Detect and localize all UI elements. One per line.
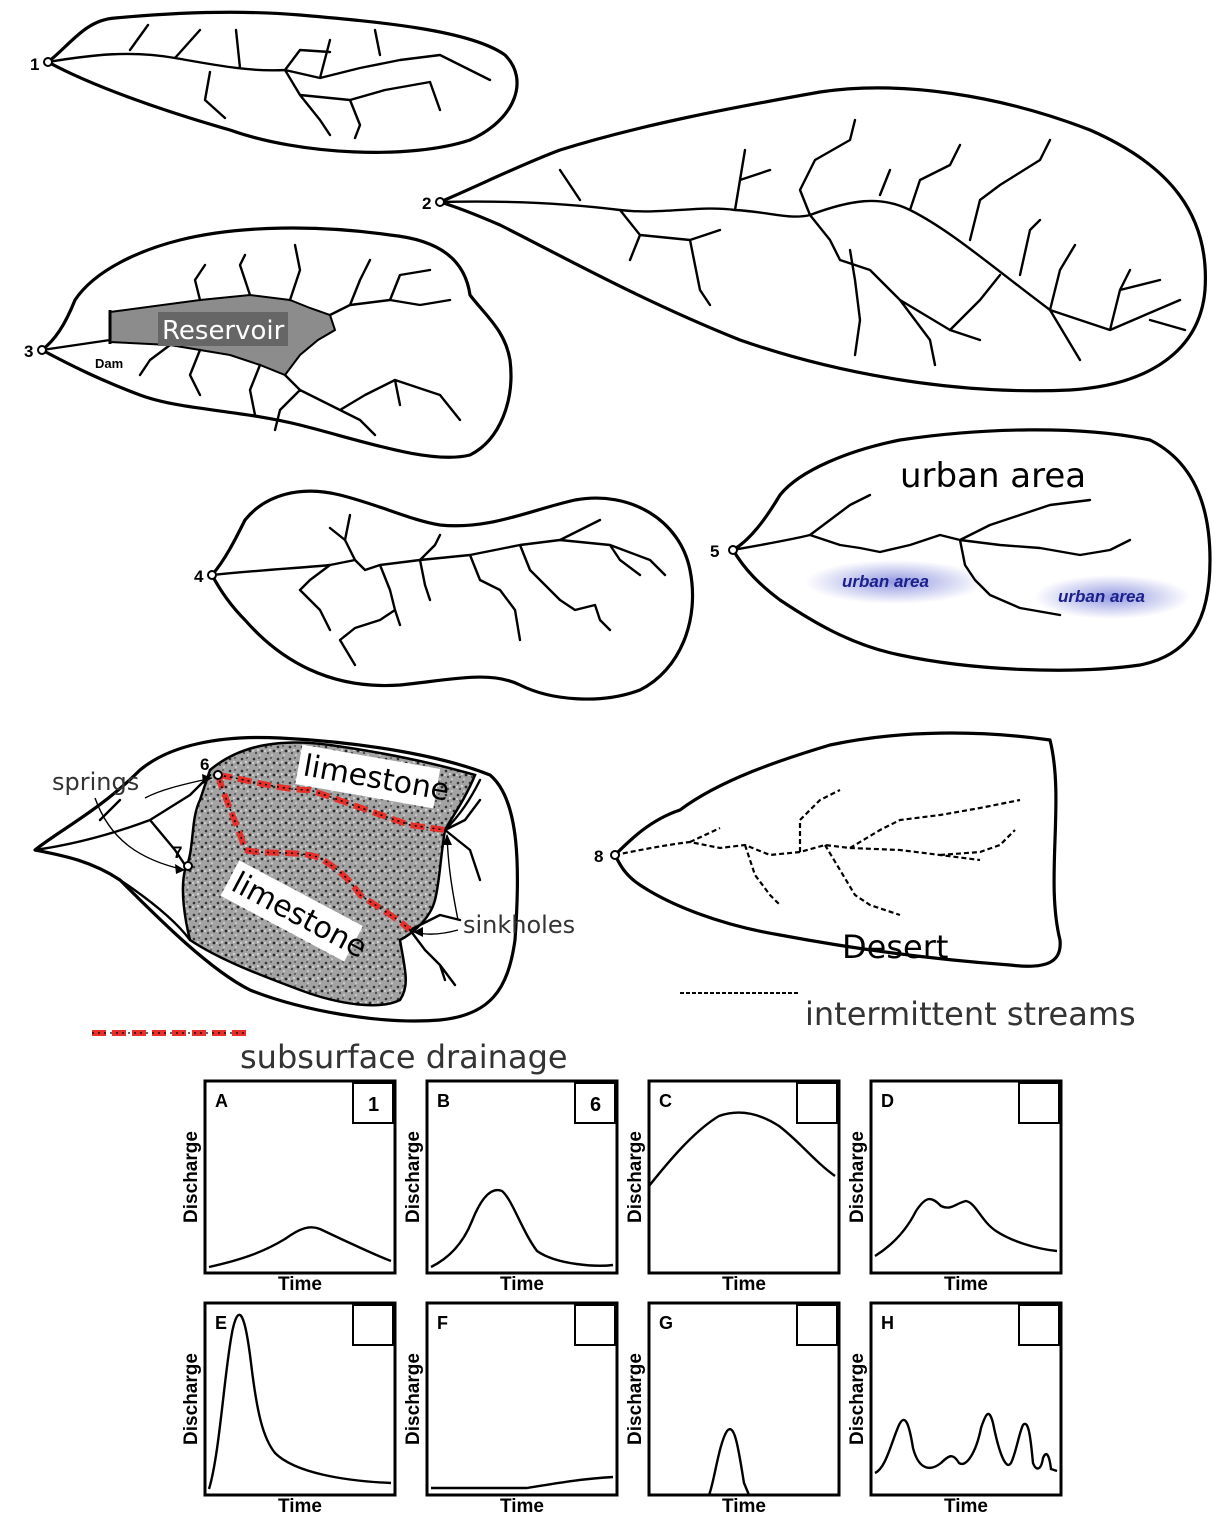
panel-letter: B — [437, 1091, 450, 1111]
x-axis-label: Time — [722, 1274, 766, 1295]
panel-frame — [647, 1079, 841, 1275]
legend-intermittent: intermittent streams — [680, 992, 1136, 1033]
basin-number-1: 1 — [30, 55, 39, 74]
hydrograph-curve — [431, 1475, 614, 1490]
panel-letter: G — [659, 1313, 673, 1333]
hydrograph-panel-b: 6 B Time Discharge — [403, 1079, 619, 1295]
answer-box[interactable] — [796, 1304, 838, 1346]
panel-letter: H — [881, 1313, 894, 1333]
answer-box[interactable] — [1018, 1082, 1060, 1124]
basin-3: Reservoir Dam 3 — [24, 226, 513, 459]
desert-label: Desert — [842, 928, 948, 966]
hydrograph-curve — [653, 1427, 835, 1497]
panel-frame — [869, 1079, 1063, 1275]
basin-number-5: 5 — [710, 542, 719, 561]
basin-4: 4 — [194, 489, 695, 701]
panel-frame — [203, 1079, 397, 1275]
x-axis-label: Time — [500, 1274, 544, 1295]
basin-8: Desert 8 — [594, 731, 1062, 968]
basin-1: 1 — [30, 10, 519, 154]
intermittent-label: intermittent streams — [805, 995, 1136, 1033]
legend-subsurface: subsurface drainage — [92, 1030, 568, 1076]
hydrograph-panel-h: H Time Discharge — [847, 1301, 1063, 1517]
outlet-7 — [183, 861, 193, 871]
x-axis-label: Time — [278, 1274, 322, 1295]
basin-number-7: 7 — [173, 843, 182, 862]
basin-6-7: limestone limestone springs sinkholes 6 … — [33, 735, 575, 1023]
hydrograph-curve — [874, 1197, 1058, 1258]
y-axis-label: Discharge — [847, 1131, 868, 1223]
outlet-3 — [37, 345, 47, 355]
y-axis-label: Discharge — [181, 1353, 202, 1445]
basin-number-6: 6 — [200, 755, 209, 774]
x-axis-label: Time — [944, 1274, 988, 1295]
panel-frame — [647, 1301, 841, 1497]
hydrograph-grid: 1ATimeDischarge6BTimeDischargeCTimeDisch… — [181, 1079, 1063, 1517]
panel-frame — [425, 1301, 619, 1497]
panel-letter: F — [437, 1313, 448, 1333]
hydrograph-panel-d: D Time Discharge — [847, 1079, 1063, 1295]
hydrograph-curve — [874, 1412, 1058, 1475]
subsurface-label: subsurface drainage — [240, 1038, 568, 1076]
y-axis-label: Discharge — [403, 1353, 424, 1445]
basin-5: urban area urban area urban area 5 — [710, 428, 1212, 672]
y-axis-label: Discharge — [847, 1353, 868, 1445]
outlet-6 — [213, 770, 223, 780]
urban-highlight-2 — [1034, 575, 1190, 619]
panel-frame — [425, 1079, 619, 1275]
hydrograph-panel-a: 1 A Time Discharge — [181, 1079, 397, 1295]
answer-box[interactable] — [1018, 1304, 1060, 1346]
hydrograph-panel-c: C Time Discharge — [625, 1079, 841, 1295]
panel-frame — [869, 1301, 1063, 1497]
basin-2: 2 — [422, 86, 1208, 393]
hydrograph-panel-g: G Time Discharge — [625, 1301, 841, 1517]
panel-letter: C — [659, 1091, 672, 1111]
hydrograph-curve — [430, 1188, 614, 1269]
basin-number-3: 3 — [24, 342, 33, 361]
y-axis-label: Discharge — [625, 1353, 646, 1445]
hydrograph-curve — [207, 1313, 392, 1490]
urban-area-sublabel-1: urban area — [842, 572, 929, 591]
panel-frame — [203, 1301, 397, 1497]
answer-box[interactable] — [574, 1082, 616, 1124]
urban-highlight-1 — [805, 560, 985, 604]
outlet-1 — [43, 57, 53, 67]
outlet-2 — [435, 197, 445, 207]
hydrograph-panel-f: F Time Discharge — [403, 1301, 619, 1517]
x-axis-label: Time — [278, 1496, 322, 1517]
dam-label: Dam — [95, 356, 123, 371]
answer-value: 1 — [368, 1094, 379, 1116]
hydrograph-curve — [648, 1111, 836, 1187]
y-axis-label: Discharge — [181, 1131, 202, 1223]
basin-number-8: 8 — [594, 847, 603, 866]
answer-box[interactable] — [352, 1304, 394, 1346]
answer-box[interactable] — [796, 1082, 838, 1124]
urban-area-sublabel-2: urban area — [1058, 587, 1145, 606]
limestone-area — [181, 741, 477, 1007]
answer-box[interactable] — [574, 1304, 616, 1346]
panel-letter: E — [215, 1313, 227, 1333]
urban-area-label: urban area — [900, 456, 1086, 496]
hydrograph-panel-e: E Time Discharge — [181, 1301, 397, 1517]
sinkholes-label: sinkholes — [463, 911, 575, 939]
x-axis-label: Time — [722, 1496, 766, 1517]
x-axis-label: Time — [500, 1496, 544, 1517]
outlet-4 — [207, 570, 217, 580]
y-axis-label: Discharge — [403, 1131, 424, 1223]
panel-letter: D — [881, 1091, 894, 1111]
outlet-8 — [610, 850, 620, 860]
basin-number-4: 4 — [194, 567, 204, 586]
panel-letter: A — [215, 1091, 228, 1111]
x-axis-label: Time — [944, 1496, 988, 1517]
reservoir-label: Reservoir — [162, 316, 285, 346]
reservoir-label-bg — [158, 312, 288, 346]
answer-value: 6 — [590, 1094, 601, 1116]
outlet-5 — [728, 545, 738, 555]
basin-number-2: 2 — [422, 194, 431, 213]
hydrograph-curve — [208, 1226, 392, 1269]
answer-box[interactable] — [352, 1082, 394, 1124]
y-axis-label: Discharge — [625, 1131, 646, 1223]
springs-label: springs — [52, 768, 139, 796]
